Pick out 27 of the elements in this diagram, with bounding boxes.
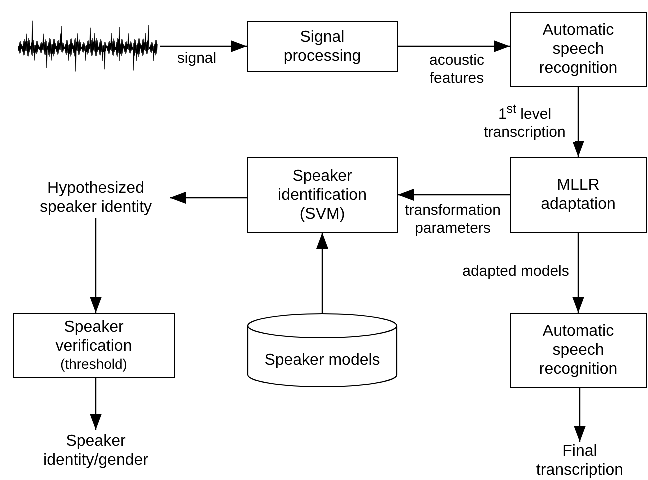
process-box — [510, 12, 647, 87]
arrow — [398, 40, 510, 52]
box-label: (threshold) — [60, 356, 128, 373]
arrow — [398, 189, 510, 201]
arrow — [574, 388, 586, 442]
box-label: Signal processing — [282, 28, 362, 66]
arrow — [572, 87, 584, 157]
arrow — [90, 378, 102, 430]
process-box — [247, 157, 398, 233]
box-label: MLLR adaptation — [541, 176, 616, 214]
arrow — [90, 218, 102, 313]
box-label: Speaker verification — [54, 318, 134, 356]
arrow — [170, 192, 247, 204]
box-label: Speaker models — [264, 351, 380, 370]
arrow — [572, 233, 584, 313]
box-label: Automatic speech recognition — [538, 322, 619, 379]
process-box — [13, 313, 175, 378]
output-text: Hypothesized speaker identity — [38, 179, 154, 217]
box-label: Automatic speech recognition — [538, 21, 619, 78]
output-text: Speaker identity/gender — [42, 432, 150, 470]
process-box — [510, 157, 647, 233]
output-text: Final transcription — [535, 442, 625, 480]
arrow — [316, 233, 328, 313]
process-box — [247, 21, 398, 72]
box-label: Speaker identification (SVM) — [277, 166, 368, 224]
process-box — [510, 313, 647, 388]
arrow — [160, 40, 247, 52]
